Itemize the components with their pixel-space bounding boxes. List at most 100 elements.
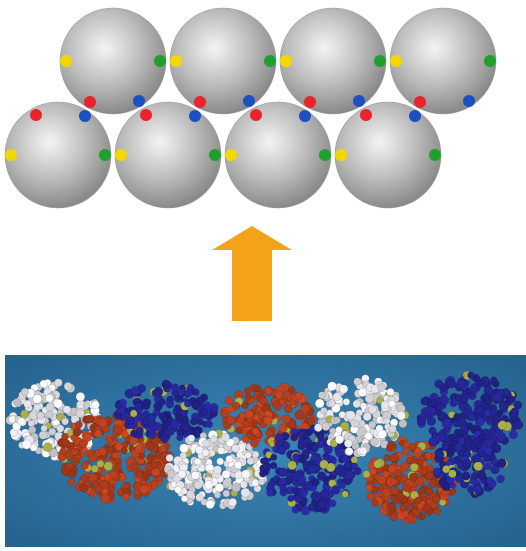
atom xyxy=(231,401,241,411)
atom xyxy=(311,444,319,453)
atom xyxy=(352,419,360,427)
atom xyxy=(114,463,122,471)
atom xyxy=(307,417,315,426)
atom xyxy=(462,408,472,417)
atom xyxy=(335,448,345,458)
atom xyxy=(32,394,43,404)
atom xyxy=(362,412,372,422)
atom xyxy=(314,398,325,409)
atom xyxy=(20,409,30,419)
atom xyxy=(484,397,492,405)
atom xyxy=(334,434,345,444)
atom xyxy=(318,391,326,400)
atom xyxy=(244,451,252,459)
atom xyxy=(414,496,422,505)
atom xyxy=(311,478,320,487)
atom xyxy=(493,444,501,452)
atom xyxy=(381,488,392,498)
atom xyxy=(352,399,362,409)
atom xyxy=(187,434,196,443)
atom xyxy=(335,426,343,434)
atom xyxy=(508,430,518,440)
binding-site-green xyxy=(319,149,331,161)
atom xyxy=(303,480,313,490)
binding-site-blue xyxy=(353,95,365,107)
atom xyxy=(448,469,457,478)
atom xyxy=(490,464,500,475)
atom xyxy=(72,427,82,437)
atom xyxy=(191,400,201,410)
atom xyxy=(462,459,471,469)
atom xyxy=(278,423,288,433)
atom xyxy=(91,480,99,488)
binding-site-blue xyxy=(243,95,255,107)
atom xyxy=(270,461,278,470)
atom xyxy=(430,399,439,407)
atom xyxy=(84,414,94,424)
atom xyxy=(205,499,215,509)
atom xyxy=(387,464,397,473)
atom xyxy=(435,449,445,460)
atom xyxy=(333,416,341,424)
atom xyxy=(20,387,29,396)
atom xyxy=(416,415,427,426)
atom xyxy=(513,419,524,430)
atom xyxy=(428,407,436,415)
atom xyxy=(251,450,260,459)
atom xyxy=(300,404,311,414)
binding-site-red xyxy=(194,96,206,108)
atom xyxy=(414,446,422,455)
atom xyxy=(288,386,296,394)
atom xyxy=(176,434,184,442)
atom xyxy=(68,469,77,478)
atom xyxy=(70,447,79,456)
atom-clusters xyxy=(5,370,524,524)
atom xyxy=(40,424,48,433)
binding-site-red xyxy=(250,109,262,121)
atom xyxy=(159,398,166,406)
binding-site-red xyxy=(30,109,42,121)
binding-site-green xyxy=(374,55,386,67)
atom xyxy=(204,480,214,490)
atom xyxy=(453,413,461,421)
atom xyxy=(428,426,437,435)
atom xyxy=(386,441,396,451)
atom xyxy=(409,462,419,472)
atom xyxy=(471,386,479,394)
atom xyxy=(126,416,135,425)
atom xyxy=(222,478,232,488)
atom xyxy=(114,442,124,452)
atom xyxy=(201,448,210,457)
atom xyxy=(484,437,494,448)
atom xyxy=(321,422,331,431)
atom xyxy=(202,439,211,448)
atom xyxy=(150,461,158,469)
atom xyxy=(135,443,143,452)
atom xyxy=(369,467,377,476)
atom xyxy=(307,503,317,512)
atom xyxy=(96,459,105,468)
atom xyxy=(83,433,92,442)
atom xyxy=(214,482,225,493)
atom xyxy=(274,390,284,400)
atom xyxy=(134,402,143,411)
atom xyxy=(460,423,468,432)
atom xyxy=(62,405,72,414)
atom xyxy=(409,490,419,500)
atom xyxy=(443,418,451,426)
atom xyxy=(240,487,251,498)
sphere-subunit xyxy=(389,7,497,115)
atom xyxy=(328,499,337,508)
atom xyxy=(388,424,397,433)
atom xyxy=(78,440,87,448)
atom xyxy=(71,456,80,466)
binding-site-green xyxy=(264,55,276,67)
up-arrow-icon xyxy=(212,226,292,321)
atom xyxy=(217,446,226,455)
atom xyxy=(142,398,152,408)
atom xyxy=(182,416,190,424)
atom xyxy=(42,442,53,453)
atom xyxy=(231,482,241,493)
atom xyxy=(266,488,274,497)
atom xyxy=(135,426,144,435)
